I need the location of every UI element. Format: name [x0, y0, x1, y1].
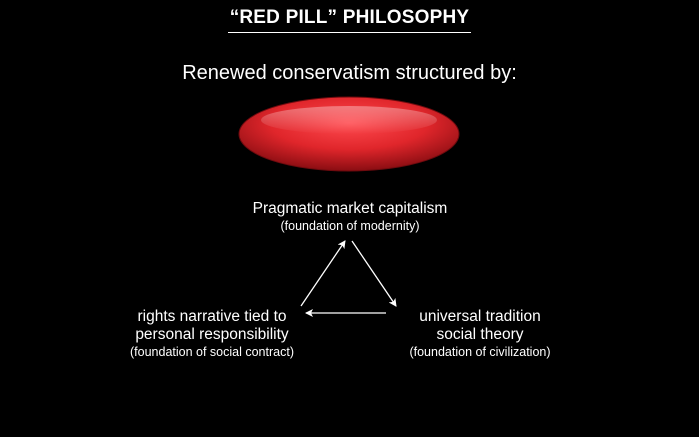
node-universal-tradition: universal tradition social theory (found…	[380, 308, 580, 359]
node-rights-narrative: rights narrative tied to personal respon…	[100, 308, 324, 359]
slide-subtitle: Renewed conservatism structured by:	[182, 62, 517, 84]
slide-title: “RED PILL” PHILOSOPHY	[0, 7, 699, 33]
node-universal-tradition-line1: universal tradition	[419, 308, 541, 325]
node-universal-tradition-line2: social theory	[436, 325, 524, 343]
node-market-capitalism-label: Pragmatic market capitalism	[252, 200, 448, 217]
red-pill-image	[238, 96, 460, 172]
node-market-capitalism: Pragmatic market capitalism (foundation …	[200, 200, 500, 233]
node-rights-narrative-sub: (foundation of social contract)	[130, 344, 294, 359]
node-rights-narrative-line1: rights narrative tied to	[137, 308, 287, 325]
node-market-capitalism-sub: (foundation of modernity)	[280, 218, 420, 233]
arrow-left-to-top	[300, 240, 346, 307]
slide-title-text: “RED PILL” PHILOSOPHY	[227, 7, 472, 33]
arrow-top-to-right	[351, 240, 397, 307]
node-rights-narrative-line2: personal responsibility	[135, 325, 289, 343]
node-universal-tradition-sub: (foundation of civilization)	[409, 344, 551, 359]
